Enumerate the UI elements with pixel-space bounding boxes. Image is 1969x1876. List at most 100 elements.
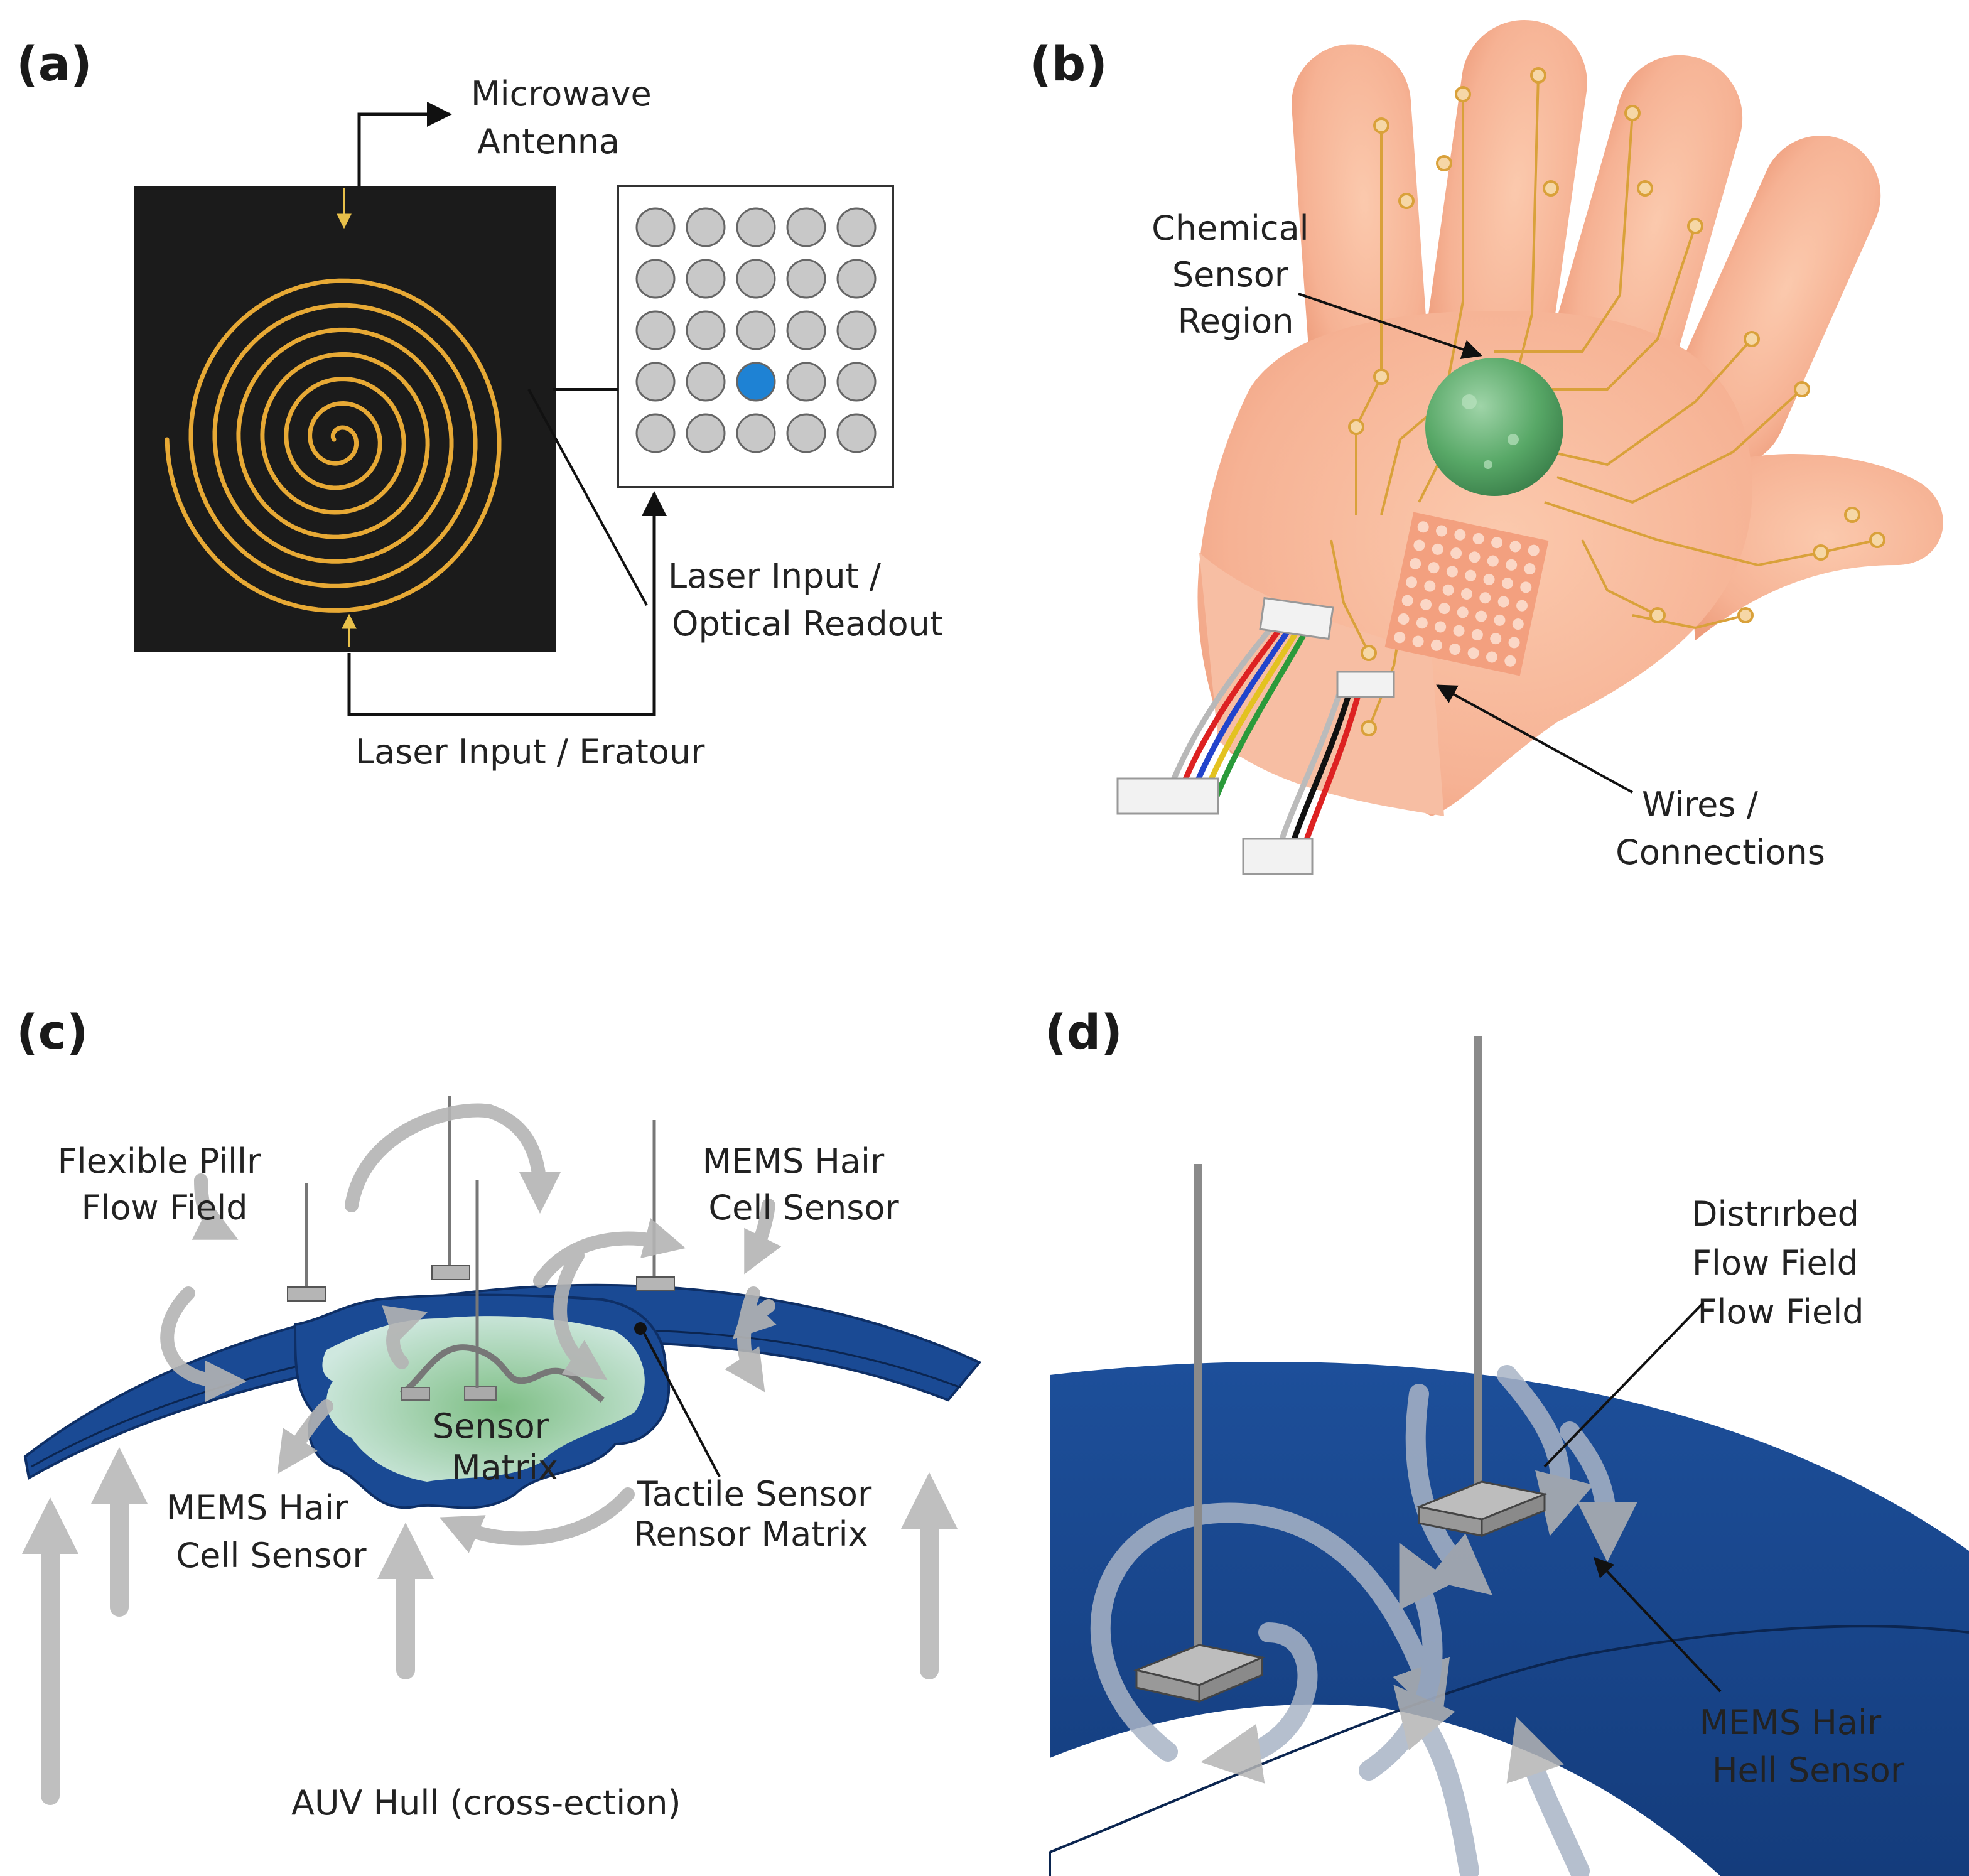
tactile-pad [1420, 598, 1432, 610]
detector-cell [836, 413, 877, 453]
trace-pad [1687, 218, 1703, 234]
tactile-pad [1435, 621, 1447, 633]
tactile-pad [1504, 655, 1516, 667]
panel-b-label: (b) [1030, 36, 1108, 92]
tactile-pad [1446, 566, 1458, 578]
tactile-pad [1512, 618, 1524, 630]
trace-pad [1543, 180, 1559, 197]
panel-a-label: (a) [16, 36, 92, 92]
tactile-pad [1469, 551, 1481, 563]
tactile-pad [1509, 541, 1521, 553]
tactile-pad [1472, 532, 1484, 544]
detector-grid [635, 207, 877, 453]
tactile-pad [1424, 580, 1436, 592]
tactile-pad [1453, 625, 1465, 637]
distributed-flow-callout [1543, 1302, 1704, 1468]
sensor-glove [1197, 19, 1943, 816]
trace-pad [1813, 544, 1829, 561]
panel-b: (b) [1030, 19, 1943, 875]
mems-top-label: MEMS Hair Cell Sensor [703, 1141, 900, 1227]
trace-pad [1436, 155, 1452, 171]
tactile-pad [1461, 588, 1472, 600]
tactile-pad-array [1384, 512, 1549, 676]
tactile-pad [1528, 544, 1540, 556]
trace-pad [1373, 369, 1389, 385]
tactile-pad [1516, 600, 1528, 612]
tactile-pad [1467, 647, 1479, 659]
tactile-pad [1475, 610, 1487, 622]
antenna-callout-arrow [357, 102, 452, 186]
tactile-pad [1449, 644, 1461, 655]
tactile-pad [1486, 651, 1497, 663]
antenna-substrate [134, 186, 556, 652]
tactile-pad [1398, 613, 1410, 625]
pillar-bases [287, 1265, 675, 1302]
trace-pad [1844, 507, 1860, 523]
tactile-pad [1438, 603, 1450, 615]
tactile-pad [1508, 637, 1520, 649]
chemical-sensor-arrow [1298, 293, 1483, 359]
detector-cell [836, 362, 877, 402]
tactile-pad [1432, 543, 1443, 555]
detector-cell [736, 207, 776, 247]
detector-cell [786, 413, 826, 453]
tactile-pad [1412, 635, 1424, 647]
trace-pad [1744, 331, 1760, 347]
trace-pad [1361, 645, 1377, 661]
readout-callout-line-1 [527, 389, 648, 606]
detector-cell [836, 207, 877, 247]
detector-cell [686, 362, 726, 402]
panel-a: (a) Microwave Antenna Laser Input / Opti… [16, 36, 943, 772]
trace-pad [1737, 607, 1754, 623]
spiral-antenna [165, 278, 502, 613]
tactile-pad [1490, 633, 1502, 645]
tactile-pad [1405, 576, 1417, 588]
sensor-matrix-label: Sensor Matrix [433, 1406, 559, 1487]
tactile-pad [1410, 558, 1421, 569]
tactile-pad [1417, 521, 1429, 533]
laser-input-arrow [347, 491, 667, 716]
tactile-pad [1394, 632, 1406, 644]
mems-bottom-label: MEMS Hair Cell Sensor [166, 1488, 367, 1575]
trace-pad [1361, 720, 1377, 736]
tactile-matrix-label: Tactile Sensor Rensor Matrix [634, 1474, 882, 1554]
panel-c: (c) [16, 1004, 982, 1823]
detector-cell [635, 207, 676, 247]
tactile-pad [1479, 592, 1491, 604]
tactile-pad [1487, 555, 1499, 567]
tactile-pad [1436, 525, 1448, 537]
tactile-callout-line [640, 1328, 721, 1477]
detector-cell [686, 259, 726, 299]
hair-sensors [1133, 1036, 1548, 1703]
detector-cell [786, 259, 826, 299]
trace-pads [1348, 67, 1885, 736]
tactile-pad [1416, 617, 1428, 629]
chemical-sensor-label: Chemical Sensor Region [1152, 208, 1320, 341]
wires-arrow [1436, 684, 1633, 794]
detector-cell [736, 259, 776, 299]
detector-cell [686, 413, 726, 453]
panel-d: (d) Distrırbed [1045, 1004, 1969, 1876]
detector-cell [736, 413, 776, 453]
tactile-pad [1497, 596, 1509, 608]
trace-pad [1869, 532, 1885, 548]
tactile-pad [1524, 563, 1536, 575]
flow-arrows [160, 1103, 782, 1553]
trace-pad [1530, 67, 1546, 84]
trace-pad [1373, 117, 1389, 134]
tactile-pad [1494, 614, 1506, 626]
detector-cell [786, 207, 826, 247]
trace-pad [1624, 105, 1641, 121]
detector-cell [635, 259, 676, 299]
vortex-arrows [1090, 1365, 1637, 1876]
tactile-pad [1450, 547, 1462, 559]
trace-pad [1455, 86, 1471, 102]
wires-label: Wires / Connections [1616, 785, 1825, 872]
hull-surface [1050, 1362, 1969, 1876]
tactile-pad [1465, 569, 1477, 581]
tactile-pad [1428, 562, 1440, 574]
upflow-arrows [22, 1447, 958, 1805]
detector-cell [635, 413, 676, 453]
tactile-pad [1506, 559, 1518, 571]
tactile-pad [1457, 606, 1469, 618]
